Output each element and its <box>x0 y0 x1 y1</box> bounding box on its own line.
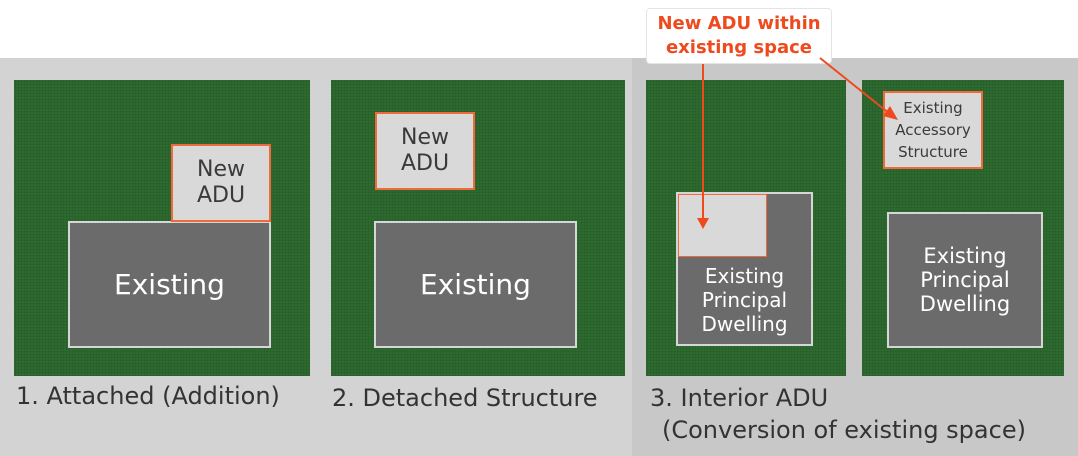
adu-label-line-1: New <box>197 157 245 182</box>
accessory-label-line-1: Existing <box>903 99 963 117</box>
callout-line-2: existing space <box>665 37 813 58</box>
existing-dwelling-detached: Existing <box>374 221 577 348</box>
existing-label: Existing <box>420 268 531 301</box>
arrowhead-down <box>697 218 709 229</box>
caption-attached: 1. Attached (Addition) <box>16 382 280 410</box>
arrow-to-accessory-structure <box>819 57 891 115</box>
callout-line-1: New ADU within <box>657 13 821 34</box>
arrowhead-right <box>883 106 898 120</box>
dwelling-label-line-3: Dwelling <box>701 312 788 336</box>
dwelling-label-line-2: Principal <box>701 288 788 312</box>
existing-dwelling-attached: Existing <box>68 221 271 348</box>
dwelling-label-line-1: Existing <box>704 264 785 288</box>
dwelling-label-line-2: Principal <box>920 268 1010 292</box>
existing-label: Existing <box>114 268 225 301</box>
caption-detached: 2. Detached Structure <box>332 384 598 412</box>
caption-interior-line-1: 3. Interior ADU <box>650 384 829 412</box>
adu-label-line-1: New <box>401 125 449 150</box>
dwelling-label-line-3: Dwelling <box>919 292 1011 316</box>
converted-space <box>678 194 767 257</box>
callout-new-adu-within-existing-space: New ADU within existing space <box>646 8 832 64</box>
adu-label-line-2: ADU <box>400 151 450 176</box>
dwelling-label-line-1: Existing <box>923 244 1007 268</box>
caption-interior-line-2: (Conversion of existing space) <box>662 416 1026 444</box>
accessory-label-line-3: Structure <box>898 143 968 161</box>
accessory-label-line-2: Accessory <box>895 121 971 139</box>
adu-label-line-2: ADU <box>196 183 246 208</box>
